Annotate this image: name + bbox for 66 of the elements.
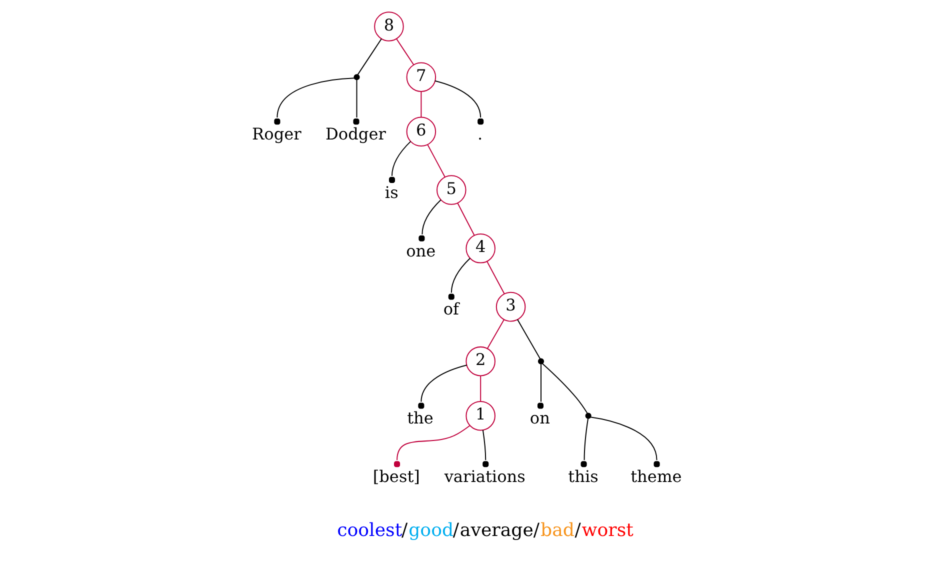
node-circle: 4: [465, 234, 495, 264]
legend-label: coolest: [336, 520, 402, 542]
connector: [456, 202, 474, 236]
node-dot: [482, 461, 488, 468]
node-circle: 7: [406, 62, 436, 92]
node-label: Roger: [252, 124, 301, 144]
connector: [420, 91, 422, 118]
connector: [480, 376, 481, 402]
connector: [356, 80, 357, 118]
legend-label: good: [408, 520, 454, 542]
connector: [486, 261, 504, 294]
node-dot: [536, 402, 544, 409]
node-label: of: [442, 300, 458, 319]
connector: [420, 364, 466, 402]
connector: [482, 430, 486, 460]
node-label: theme: [630, 467, 682, 486]
connector: [396, 425, 470, 460]
legend-label: average: [459, 520, 533, 542]
node-dot: [353, 74, 360, 80]
node-label: variations: [444, 467, 525, 486]
node-label: on: [529, 408, 550, 428]
node-label: Dodger: [325, 124, 386, 144]
label: /: [401, 520, 408, 542]
connector: [590, 416, 657, 460]
node-circle: 8: [374, 12, 404, 42]
connector: [583, 418, 588, 460]
node-circle: 2: [465, 346, 495, 376]
node-label: .: [477, 124, 482, 144]
connector: [450, 258, 470, 293]
node-dot: [418, 402, 424, 409]
connector: [434, 80, 481, 118]
node-dot: [418, 235, 424, 242]
connector: [356, 38, 382, 75]
node-label: this: [568, 467, 598, 486]
label: /: [452, 520, 459, 542]
node-circle: 6: [406, 116, 436, 147]
connector: [426, 144, 445, 178]
connector: [540, 364, 541, 402]
connector: [516, 319, 540, 360]
node-dot: [580, 461, 586, 468]
legend-label: bad: [540, 520, 574, 542]
node-label: one: [406, 241, 436, 260]
connector: [390, 141, 410, 176]
node-label: the: [406, 408, 433, 428]
connector: [276, 78, 354, 118]
node-dot: [448, 294, 454, 300]
node-dot: [477, 118, 484, 125]
connector: [396, 38, 414, 66]
node-dot: [584, 412, 591, 419]
node-circle: 5: [436, 175, 466, 205]
node-dot: [388, 176, 394, 183]
node-dot: [274, 118, 280, 125]
node-circle: 1: [465, 400, 495, 431]
node-dot: [352, 118, 359, 125]
node-label: [best]: [372, 467, 420, 486]
connector: [486, 319, 504, 349]
legend-label: worst: [581, 520, 633, 542]
connector: [542, 363, 588, 414]
node-circle: 3: [495, 292, 526, 322]
node-dot: [653, 461, 660, 468]
label: /: [574, 520, 580, 542]
node-label: is: [384, 182, 398, 202]
node-dot: [394, 461, 400, 468]
node-dot: [537, 358, 544, 364]
connector: [421, 199, 441, 234]
label: /: [532, 520, 540, 542]
